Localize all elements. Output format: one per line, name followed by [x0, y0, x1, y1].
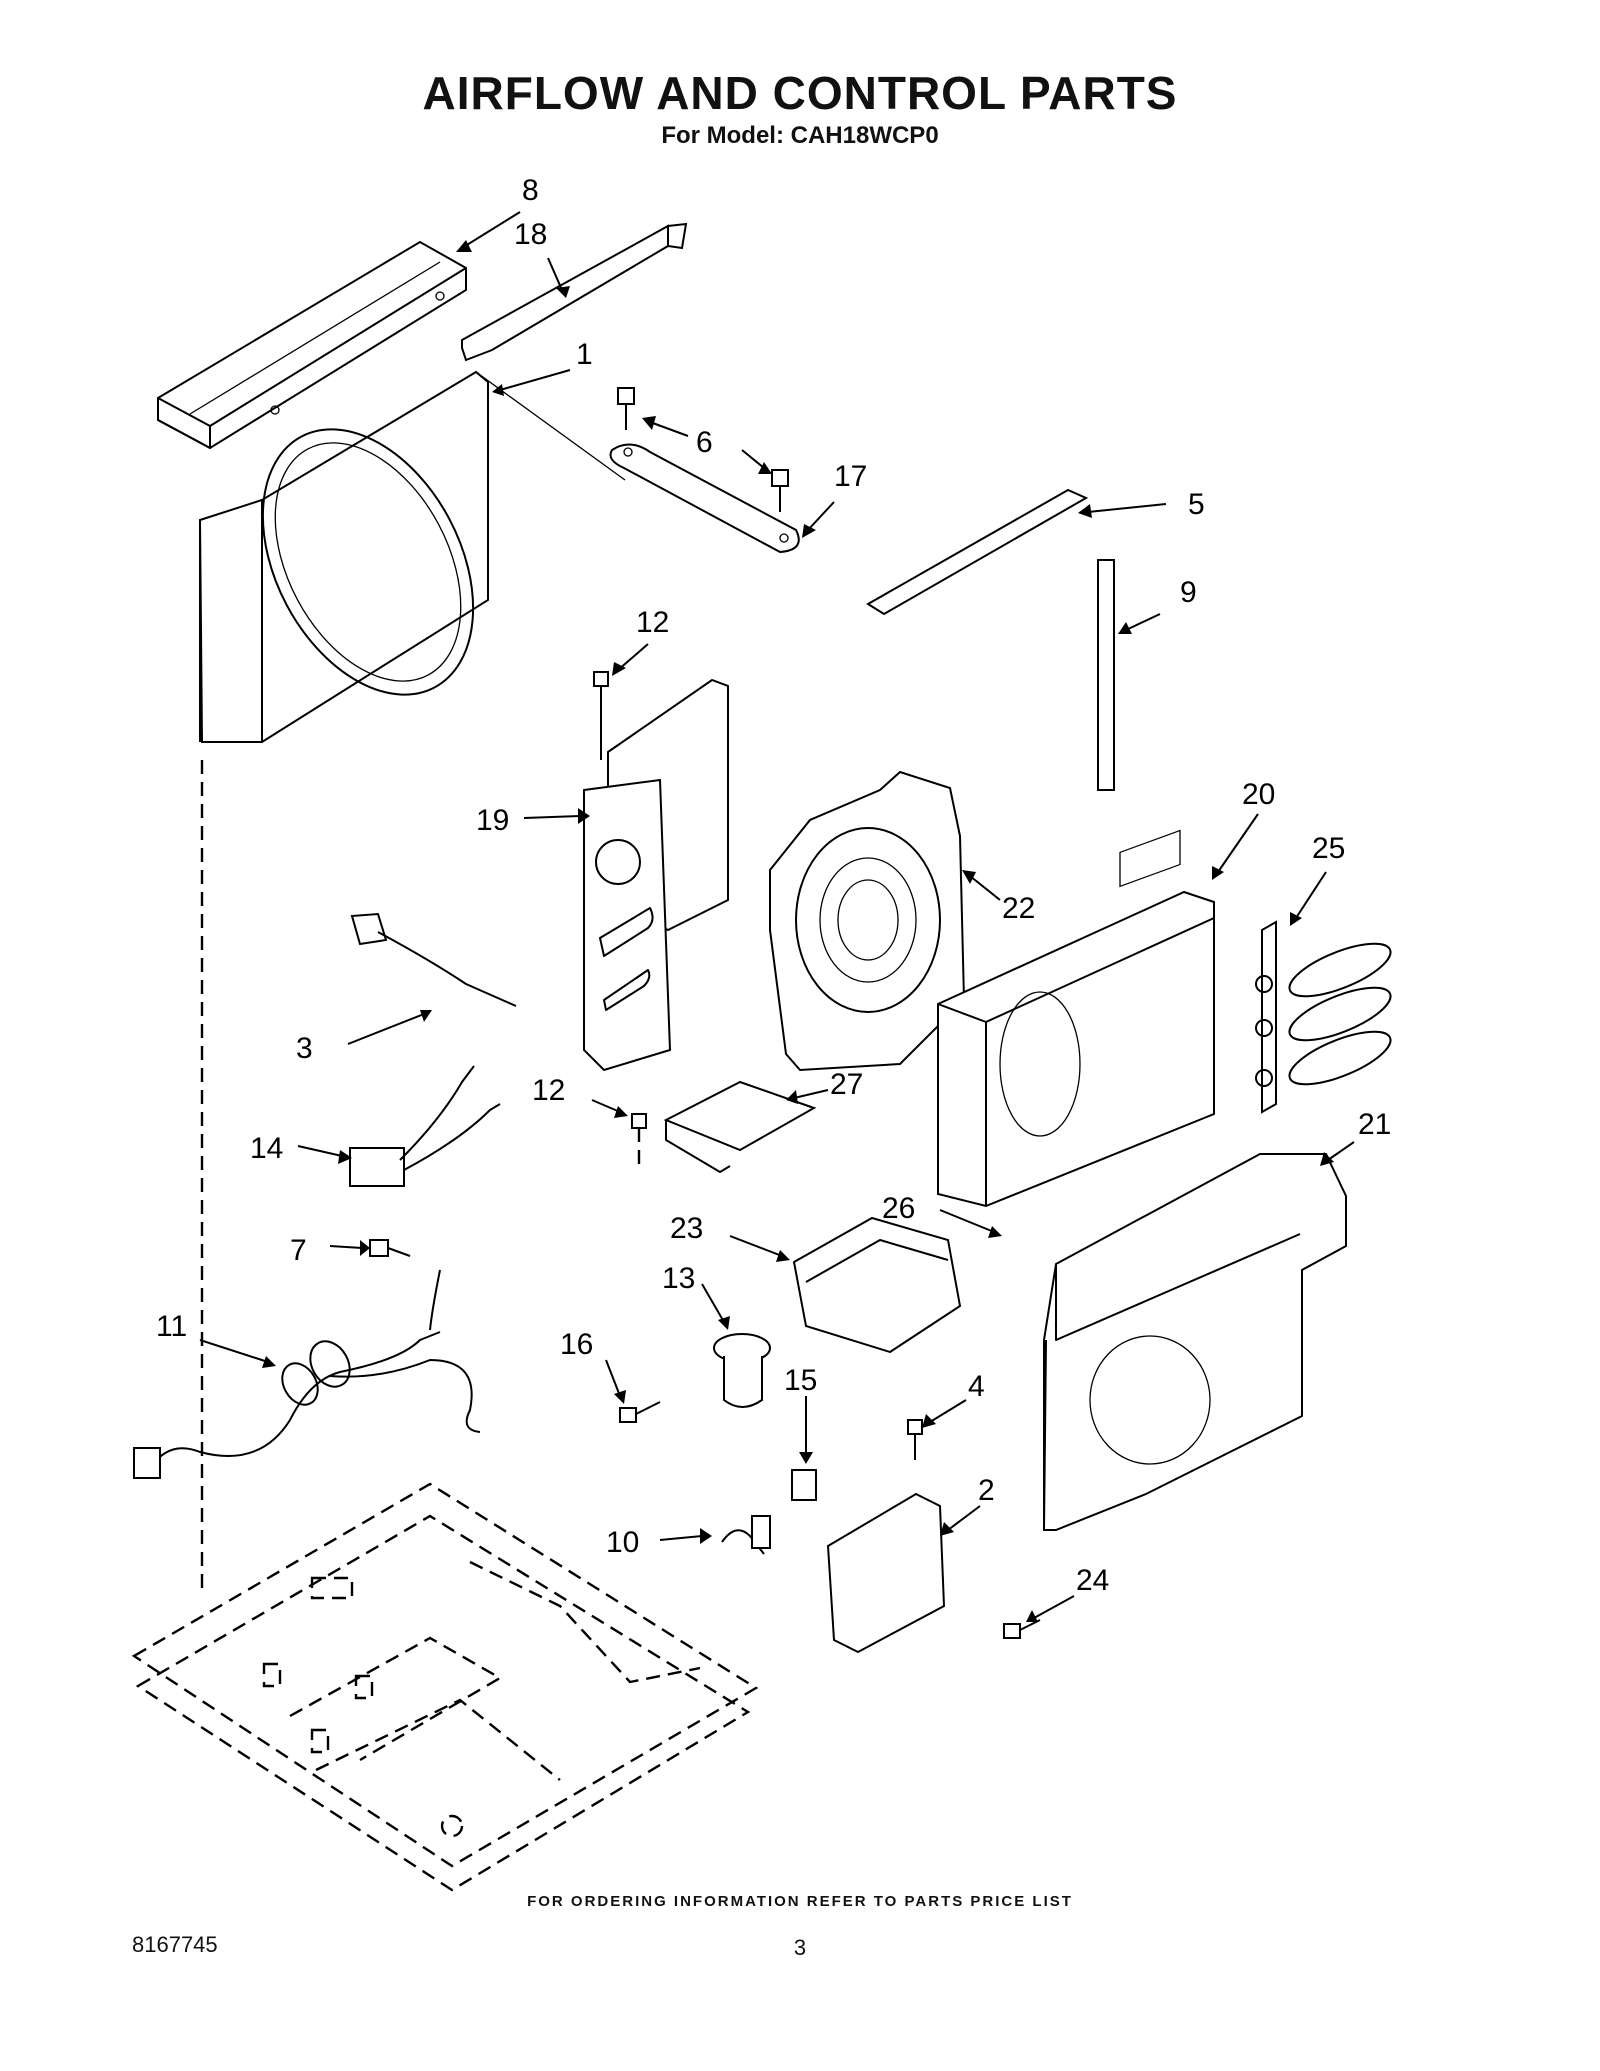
document-number: 8167745: [132, 1932, 218, 1957]
callout-21: 21: [1358, 1108, 1391, 1141]
part-13-capacitor: [713, 1333, 771, 1408]
model-subtitle: For Model: CAH18WCP0: [661, 122, 939, 149]
callout-8: 8: [522, 174, 539, 207]
callout-20: 20: [1242, 778, 1275, 811]
callout-19: 19: [476, 804, 509, 837]
callout-leaders: [199, 211, 1355, 1622]
callout-16: 16: [560, 1328, 593, 1361]
callout-22: 22: [1002, 892, 1035, 925]
part-3-sensor: [350, 912, 517, 1007]
part-21-front-panel: [1043, 829, 1347, 1531]
callout-7: 7: [290, 1234, 307, 1267]
part-18-strip: [461, 222, 688, 362]
part-1-fan-shroud: [198, 370, 626, 743]
callout-10: 10: [606, 1526, 639, 1559]
part-14-harness: [349, 1065, 501, 1187]
callout-17: 17: [834, 460, 867, 493]
callout-15: 15: [784, 1364, 817, 1397]
page-title: AIRFLOW AND CONTROL PARTS: [422, 67, 1178, 119]
part-12-27-bracket: [631, 1080, 817, 1173]
callout-23: 23: [670, 1212, 703, 1245]
callout-13: 13: [662, 1262, 695, 1295]
callout-26: 26: [882, 1192, 915, 1225]
callout-27: 27: [830, 1068, 863, 1101]
callout-4: 4: [968, 1370, 985, 1403]
ordering-note: FOR ORDERING INFORMATION REFER TO PARTS …: [527, 1893, 1073, 1910]
callout-9: 9: [1180, 576, 1197, 609]
callout-5: 5: [1188, 488, 1205, 521]
part-5-9-seals: [866, 488, 1115, 791]
page-number: 3: [793, 1935, 807, 1960]
part-2-15-10-controls: [721, 1469, 946, 1654]
part-8-top-bracket: [157, 240, 467, 450]
part-19-bracket: [583, 671, 729, 1072]
callout-11: 11: [156, 1310, 187, 1343]
callout-6: 6: [696, 426, 713, 459]
callout-24: 24: [1076, 1564, 1109, 1597]
callout-labels: 8 18 1 6 17 5 9 12 19 22 20 25 3 27 12 1…: [156, 174, 1391, 1597]
part-20-housing: [937, 890, 1215, 1208]
callout-12-top: 12: [636, 606, 669, 639]
part-25-heater: [1255, 920, 1392, 1114]
part-16-4-24-screws: [619, 1401, 1041, 1639]
callout-1: 1: [576, 338, 593, 371]
callout-3: 3: [296, 1032, 313, 1065]
base-pan-dashed: [131, 1482, 759, 1892]
callout-14: 14: [250, 1132, 283, 1165]
part-23-bracket: [792, 1216, 962, 1354]
part-7-11-power-cord: [133, 1239, 481, 1479]
part-22-scroll: [769, 770, 966, 1072]
callout-12-bottom: 12: [532, 1074, 565, 1107]
part-6-17-bracket-screws: [609, 387, 800, 554]
callout-2: 2: [978, 1474, 995, 1507]
callout-18: 18: [514, 218, 547, 251]
callout-25: 25: [1312, 832, 1345, 865]
